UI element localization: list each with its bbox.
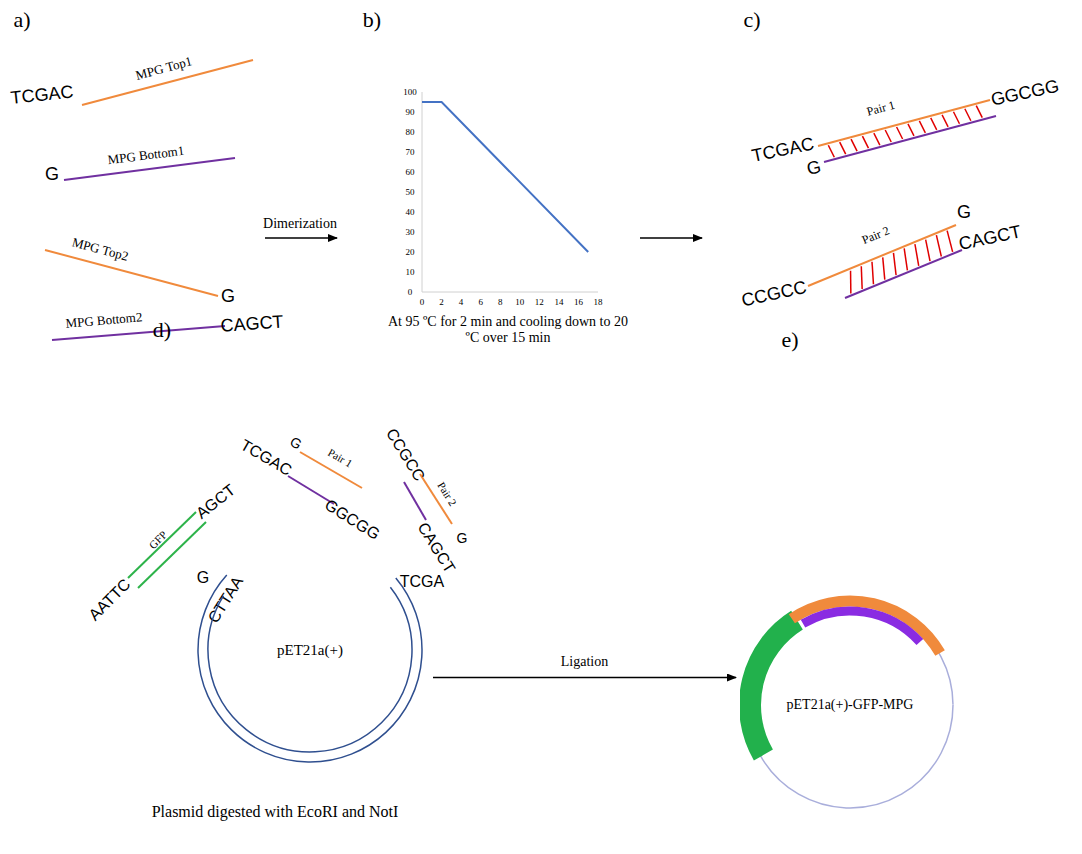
text-label: At 95 ºC for 2 min and cooling down to 2… [388,314,628,346]
top-strand [818,100,990,146]
text-label: Plasmid digested with EcoRI and NotI [152,803,399,821]
sequence-label: AGCT [193,481,239,523]
bottom-strand [404,482,426,520]
ligation-arrow [433,677,736,679]
text-label: MPG Bottom2 [65,310,143,332]
text-label: e) [781,327,798,352]
sequence-label: CCGCC [382,425,429,485]
text-label: 0 [408,287,413,297]
sequence-label: TCGAC [10,81,75,108]
plasmid-name: pET21a(+)-GFP-MPG [787,697,914,713]
bottom-strand [824,116,996,162]
text-label: c) [743,7,760,32]
text-label: 0 [420,297,425,307]
text-label: 8 [498,297,503,307]
base-pair-ticks [828,106,982,294]
sequence-label: AATTC [85,575,134,624]
process-arrow [640,237,702,239]
text-label: 30 [406,227,415,237]
text-label: 18 [594,297,603,307]
text-label: a) [13,7,30,32]
text-label: 10 [406,267,415,277]
text-label: 4 [459,297,464,307]
sequence-label: G [197,569,209,587]
sequence-label: GGCGG [321,496,383,544]
temperature-line [422,102,588,252]
text-label: 10 [515,297,524,307]
sequence-label: G [805,156,823,179]
text-label: 60 [406,167,415,177]
sequence-label: CAGCT [220,311,284,336]
text-label: 40 [406,207,415,217]
sequence-label: TCGA [400,573,444,591]
plasmid-circle: pET21a(+)-GFP-MPG [740,595,960,815]
text-label: d) [153,317,171,342]
top-strand [45,250,218,296]
sequence-label: CAGCT [957,221,1023,254]
sequence-label: CAGCT [413,519,458,576]
text-label: GFP [146,528,169,551]
sequence-label: GGCGG [989,76,1061,111]
text-label: MPG Bottom1 [107,144,185,168]
top-strand [808,225,956,286]
text-label: Dimerization [263,216,337,232]
sequence-label: G [45,164,59,185]
text-label: Pair 2 [860,224,891,247]
gfp-strand [128,512,196,578]
plasmid-circle: pET21a(+) [195,535,425,765]
sequence-label: G [957,202,971,223]
text-label: 80 [406,127,415,137]
sequence-label: G [221,286,235,307]
gfp-strand [138,522,206,588]
text-label: 6 [478,297,483,307]
text-label: Pair 1 [326,446,355,470]
sequence-label: G [287,433,304,452]
plasmid-name: pET21a(+) [277,642,343,659]
text-label: 12 [535,297,544,307]
text-label: 14 [554,297,563,307]
sequence-label: TCGAC [237,436,295,480]
bottom-strand [845,250,962,298]
sequence-label: CCGCC [740,277,809,311]
edge-label: Ligation [561,653,608,669]
text-label: 20 [406,247,415,257]
sequence-label: CTTAA [205,573,248,626]
text-label: 2 [439,297,444,307]
text-label: 90 [406,107,415,117]
text-label: 70 [406,147,415,157]
text-label: 100 [403,87,417,97]
text-label: 16 [574,297,583,307]
text-label: MPG Top1 [134,54,194,83]
chart-axes [422,92,598,292]
process-arrow [265,237,337,239]
text-label: Pair 1 [866,99,897,120]
text-label: b) [363,7,381,32]
text-label: 50 [406,187,415,197]
sequence-label: G [457,530,468,546]
text-label: MPG Top2 [70,235,130,264]
